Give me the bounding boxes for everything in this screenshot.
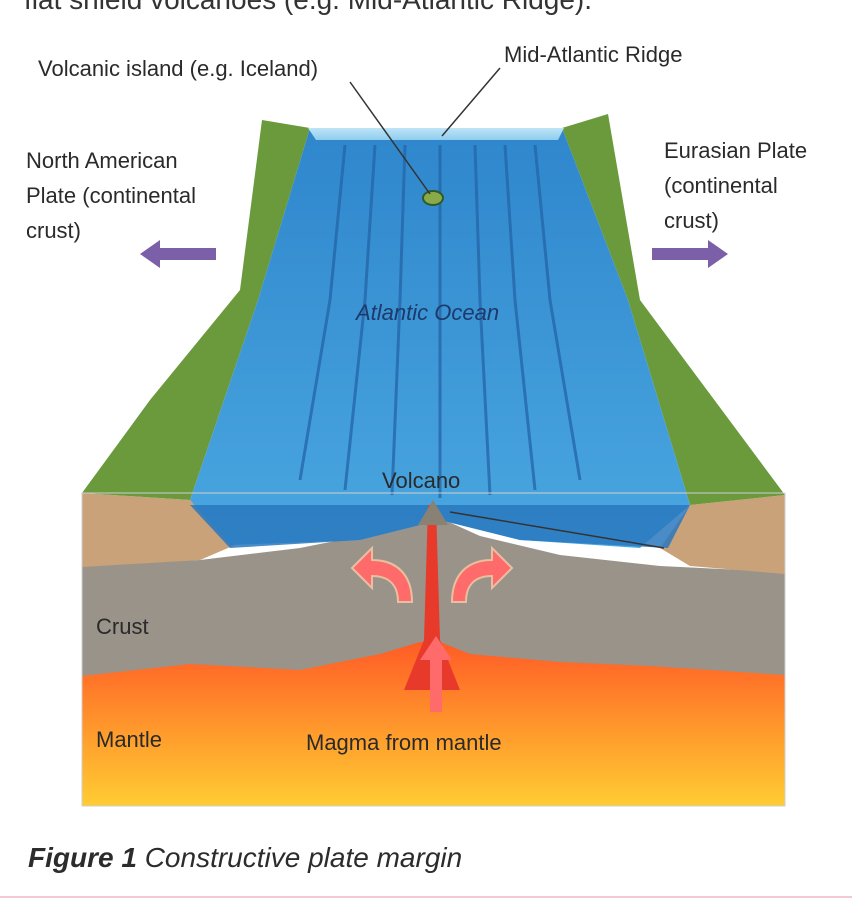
mantle-layer	[82, 640, 785, 806]
left-plate-arrow	[140, 240, 216, 268]
volcanic-island	[422, 190, 444, 206]
ocean-surface	[308, 128, 564, 140]
figure-caption: Figure 1 Constructive plate margin	[28, 840, 462, 876]
plate-margin-diagram	[81, 67, 786, 807]
ocean-front	[190, 505, 690, 548]
north-american-plate-label-1: North American	[26, 148, 178, 173]
right-plate-arrow	[652, 240, 728, 268]
header-cut-text: flat shield volcanoes (e.g. Mid-Atlantic…	[24, 0, 592, 18]
volcano-cone	[418, 500, 448, 525]
diagram-frame	[81, 492, 786, 807]
north-american-plate-label-3: crust)	[26, 218, 81, 243]
figure-title: Constructive plate margin	[144, 842, 463, 873]
eurasian-plate-label-2: (continental	[664, 173, 778, 198]
right-sediment	[660, 495, 785, 574]
mantle-label: Mantle	[96, 727, 163, 752]
left-curved-arrow	[350, 545, 414, 603]
island-leader-line	[349, 81, 431, 195]
bottom-divider	[0, 896, 852, 898]
volcanic-island-label: Volcanic island (e.g. Iceland)	[38, 56, 319, 81]
mid-atlantic-ridge-label: Mid-Atlantic Ridge	[504, 42, 683, 67]
volcano-label: Volcano	[382, 468, 461, 493]
eurasian-plate-label-1: Eurasian Plate	[664, 138, 808, 163]
right-curved-arrow	[450, 545, 514, 603]
eurasian-plate-label-3: crust)	[664, 208, 719, 233]
volcano-leader-line	[449, 511, 665, 549]
magma-up-arrow	[420, 636, 452, 712]
magma-conduit	[404, 505, 460, 690]
atlantic-ocean-label: Atlantic Ocean	[356, 300, 500, 325]
right-continent	[562, 114, 785, 505]
north-american-plate-label-2: Plate (continental	[26, 183, 196, 208]
crust-label: Crust	[96, 614, 149, 639]
magma-label: Magma from mantle	[306, 730, 502, 755]
left-continent	[82, 120, 310, 500]
figure-number: Figure 1	[28, 842, 137, 873]
ridge-leader-line	[441, 67, 501, 137]
